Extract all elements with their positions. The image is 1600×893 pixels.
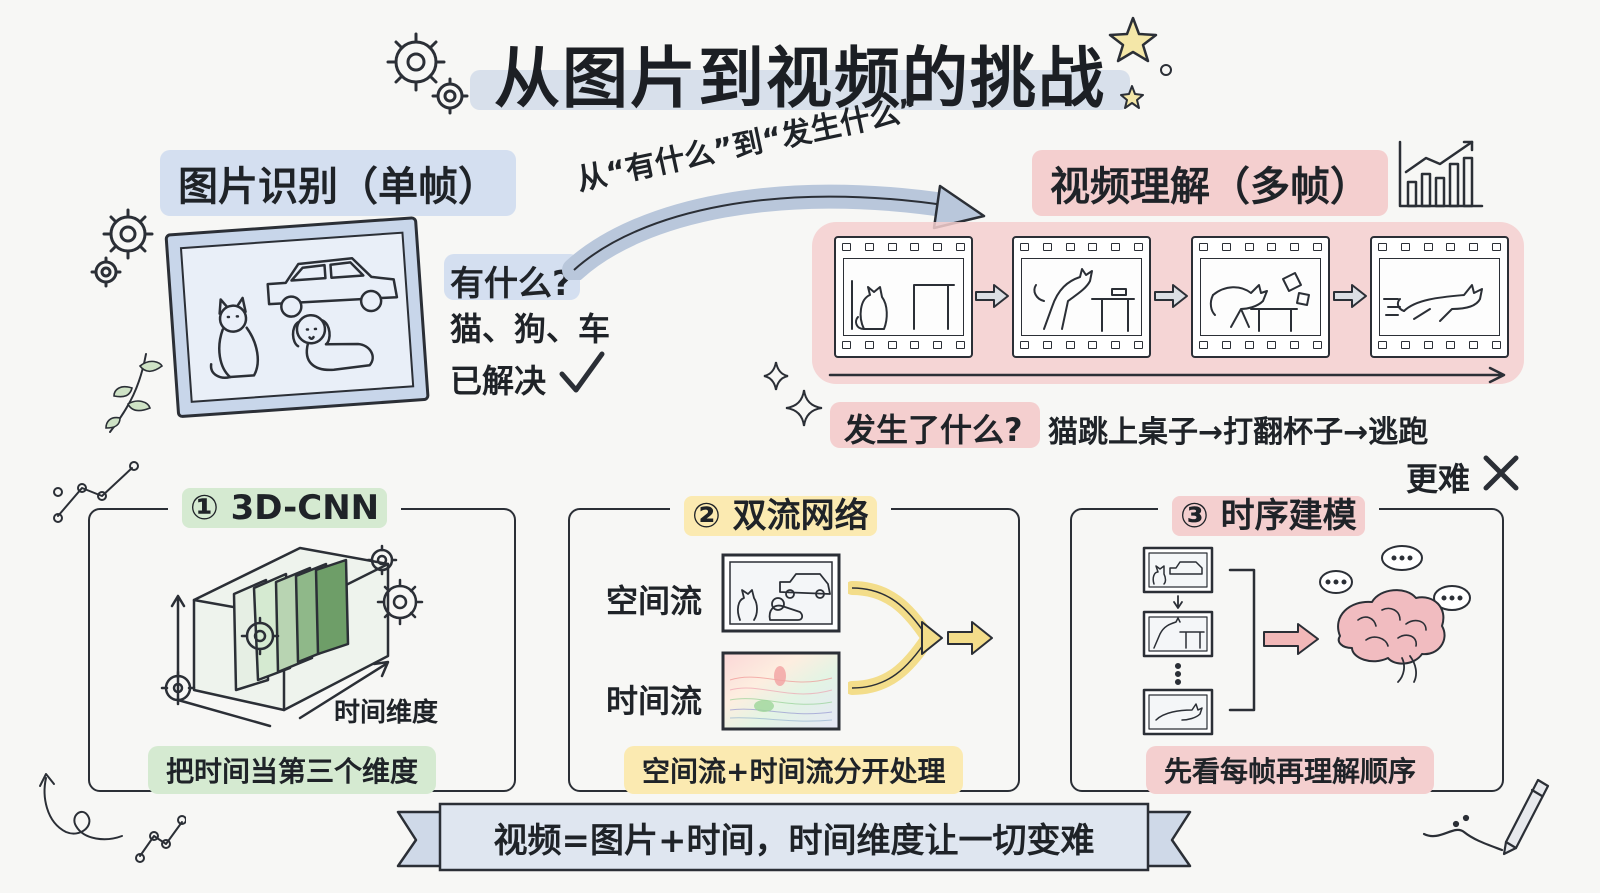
panel-temporal-title-text: ③ 时序建模: [1172, 496, 1365, 536]
film-frame-4: [1370, 236, 1509, 358]
panel-3d-cnn-title: ① 3D-CNN: [168, 486, 402, 530]
brain-icon: [1319, 545, 1471, 683]
spatial-frame-thumbnail: [721, 553, 841, 633]
photo-single-frame: [164, 216, 430, 418]
optical-flow-thumbnail: [721, 651, 841, 731]
cat-knocking-cup-icon: [1209, 272, 1310, 332]
cat-jumping-icon: [1033, 268, 1135, 332]
image-status: 已解决: [450, 362, 547, 400]
doodle-swirl: [39, 773, 186, 863]
doodle-line: [53, 461, 139, 523]
bottom-ribbon: [396, 802, 1192, 872]
image-recognition-label: 图片识别（单帧）: [160, 150, 516, 216]
frame-sequence: [1142, 546, 1256, 736]
image-answer: 猫、狗、车: [450, 310, 611, 348]
bottom-banner-wrap: 视频=图片+时间，时间维度让一切变难: [440, 804, 1148, 870]
merge-arrows: [848, 581, 993, 695]
video-status: 更难: [1406, 460, 1471, 498]
sparkle-icon: [763, 361, 823, 427]
checkmark-icon: [559, 351, 605, 393]
temporal-stream-label: 时间流: [606, 682, 703, 720]
leaf-icon: [105, 353, 164, 433]
cat-running-icon: [1383, 284, 1483, 322]
panel-temporal-caption: 先看每帧再理解顺序: [1146, 746, 1435, 794]
bar-chart-icon: [1398, 140, 1484, 208]
arrow-right-icon: [1333, 284, 1367, 308]
video-question-highlight: [830, 402, 1040, 448]
star-icon: [1108, 16, 1172, 109]
gear-icon: [90, 208, 154, 288]
time-dimension-label: 时间维度: [334, 698, 439, 728]
film-frame-3: [1191, 236, 1330, 358]
video-answer: 猫跳上桌子→打翻杯子→逃跑: [1048, 415, 1429, 450]
image-question: 有什么?: [450, 264, 572, 304]
question-highlight: [444, 254, 580, 300]
panel-two-stream-title: ② 双流网络: [670, 486, 891, 539]
title-highlight: [470, 70, 1130, 110]
video-understanding-label: 视频理解（多帧）: [1032, 150, 1388, 216]
film-frame-1: [834, 236, 973, 358]
page-title: 从图片到视频的挑战: [494, 40, 1106, 117]
arrow-right-icon: [1154, 284, 1188, 308]
timeline-arrow: [828, 366, 1506, 384]
panel-temporal-title: ③ 时序建模: [1158, 486, 1379, 539]
spatial-stream-label: 空间流: [606, 582, 703, 620]
film-frame-2: [1012, 236, 1151, 358]
arrow-right-icon: [975, 284, 1009, 308]
gear-icon: [366, 544, 424, 626]
cat-sitting-icon: [851, 280, 955, 330]
cross-icon: [1483, 455, 1519, 491]
bottom-banner-text: 视频=图片+时间，时间维度让一切变难: [493, 820, 1095, 861]
panel-two-stream-caption: 空间流+时间流分开处理: [624, 746, 964, 794]
panel-two-stream-title-text: ② 双流网络: [684, 496, 877, 536]
3d-volume-diagram: [160, 546, 390, 728]
video-question: 发生了什么?: [844, 411, 1023, 449]
pencil-icon: [1422, 778, 1550, 856]
panel-3d-cnn-caption: 把时间当第三个维度: [148, 746, 437, 794]
panel-3d-cnn-title-text: ① 3D-CNN: [182, 488, 388, 528]
arrow-right-icon: [1263, 623, 1319, 655]
gear-icon: [386, 32, 469, 115]
